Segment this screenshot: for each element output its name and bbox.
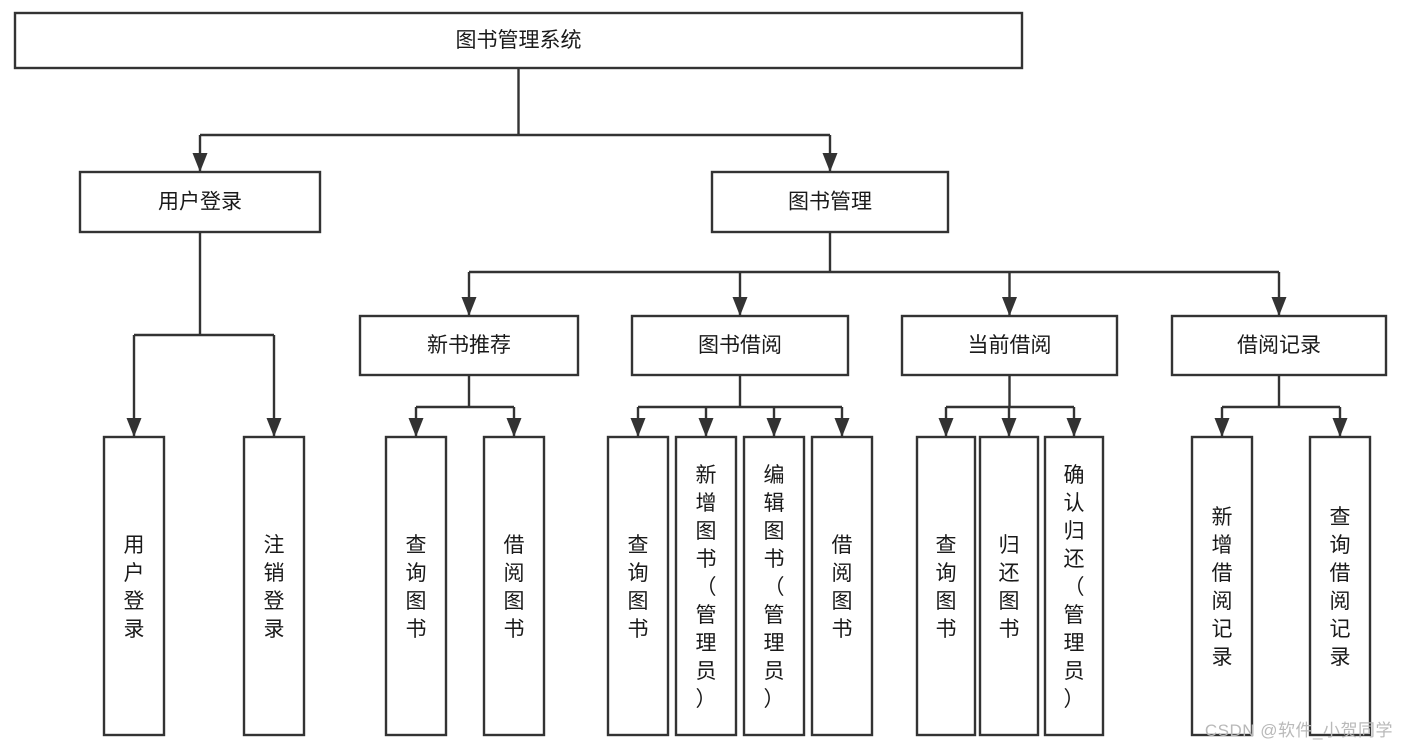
node-leaf-add-borrow-record[interactable]: 新增借阅记录 (1190, 435, 1254, 737)
node-label-leaf-confirm-return: 确认归还（管理员） (1064, 464, 1085, 711)
node-label-leaf-query-book-current: 查询图书 (936, 534, 957, 641)
node-box-leaf-add-borrow-record[interactable] (1190, 435, 1254, 737)
node-label-leaf-query-book-borrow: 查询图书 (628, 534, 649, 641)
current-borrow-to-leaves-arrow-0 (938, 418, 954, 437)
node-leaf-user-login[interactable]: 用户登录 (102, 435, 166, 737)
node-box-leaf-confirm-return[interactable] (1043, 435, 1105, 737)
node-new-book-recommend[interactable]: 新书推荐 (358, 314, 580, 377)
node-root[interactable]: 图书管理系统 (13, 11, 1024, 70)
node-label-current-borrow: 当前借阅 (968, 334, 1052, 357)
node-label-new-book-recommend: 新书推荐 (427, 334, 511, 357)
root-to-level2-arrow-1 (822, 153, 838, 172)
connectors-layer (126, 68, 1348, 437)
node-label-leaf-query-borrow-record: 查询借阅记录 (1330, 506, 1351, 669)
node-box-leaf-query-book-borrow[interactable] (606, 435, 670, 737)
node-box-leaf-borrow-book[interactable] (810, 435, 874, 737)
node-box-leaf-return-book[interactable] (978, 435, 1040, 737)
node-current-borrow[interactable]: 当前借阅 (900, 314, 1119, 377)
node-borrow-record[interactable]: 借阅记录 (1170, 314, 1388, 377)
node-leaf-borrow-book[interactable]: 借阅图书 (810, 435, 874, 737)
node-label-leaf-edit-book: 编辑图书（管理员） (764, 464, 785, 711)
node-label-leaf-query-book-recommend: 查询图书 (406, 534, 427, 641)
book-borrow-to-leaves-arrow-0 (630, 418, 646, 437)
node-label-leaf-logout: 注销登录 (264, 534, 285, 641)
nodes-layer: 图书管理系统用户登录图书管理新书推荐图书借阅当前借阅借阅记录用户登录注销登录查询… (13, 11, 1388, 737)
node-leaf-confirm-return[interactable]: 确认归还（管理员） (1043, 435, 1105, 737)
node-box-root[interactable] (13, 11, 1024, 70)
node-box-book-management[interactable] (710, 170, 950, 234)
bookmgmt-to-level3-arrow-3 (1271, 297, 1287, 316)
watermark-text: CSDN @软件_小贺同学 (1204, 721, 1393, 740)
book-borrow-to-leaves-arrow-2 (766, 418, 782, 437)
bookmgmt-to-level3-arrow-1 (732, 297, 748, 316)
bookmgmt-to-level3-arrow-2 (1002, 297, 1017, 316)
node-label-book-borrow: 图书借阅 (698, 334, 782, 357)
node-book-management[interactable]: 图书管理 (710, 170, 950, 234)
node-leaf-add-book[interactable]: 新增图书（管理员） (674, 435, 738, 737)
node-user-login[interactable]: 用户登录 (78, 170, 322, 234)
node-box-leaf-logout[interactable] (242, 435, 306, 737)
borrow-record-to-leaves-arrow-0 (1214, 418, 1230, 437)
current-borrow-to-leaves-arrow-2 (1066, 418, 1082, 437)
userlogin-to-leaves-arrow-1 (266, 418, 282, 437)
node-leaf-query-book-borrow[interactable]: 查询图书 (606, 435, 670, 737)
node-box-user-login[interactable] (78, 170, 322, 234)
node-leaf-query-borrow-record[interactable]: 查询借阅记录 (1308, 435, 1372, 737)
node-box-borrow-record[interactable] (1170, 314, 1388, 377)
userlogin-to-leaves-arrow-0 (126, 418, 142, 437)
new-book-recommend-to-leaves-arrow-1 (506, 418, 522, 437)
node-label-leaf-add-borrow-record: 新增借阅记录 (1212, 506, 1233, 669)
node-box-current-borrow[interactable] (900, 314, 1119, 377)
new-book-recommend-to-leaves-arrow-0 (408, 418, 424, 437)
node-leaf-query-book-current[interactable]: 查询图书 (915, 435, 977, 737)
root-to-level2-arrow-0 (192, 153, 208, 172)
book-borrow-to-leaves-arrow-3 (834, 418, 850, 437)
node-leaf-edit-book[interactable]: 编辑图书（管理员） (742, 435, 806, 737)
node-leaf-query-book-recommend[interactable]: 查询图书 (384, 435, 448, 737)
node-leaf-logout[interactable]: 注销登录 (242, 435, 306, 737)
node-box-leaf-edit-book[interactable] (742, 435, 806, 737)
node-label-leaf-return-book: 归还图书 (999, 534, 1020, 641)
bookmgmt-to-level3-arrow-0 (461, 297, 477, 316)
borrow-record-to-leaves-arrow-1 (1332, 418, 1348, 437)
node-box-leaf-borrow-book-recommend[interactable] (482, 435, 546, 737)
node-leaf-borrow-book-recommend[interactable]: 借阅图书 (482, 435, 546, 737)
current-borrow-to-leaves-arrow-1 (1001, 418, 1017, 437)
node-box-book-borrow[interactable] (630, 314, 850, 377)
node-book-borrow[interactable]: 图书借阅 (630, 314, 850, 377)
node-label-book-management: 图书管理 (788, 191, 872, 214)
node-label-borrow-record: 借阅记录 (1237, 334, 1321, 357)
node-label-leaf-user-login: 用户登录 (124, 534, 145, 641)
node-box-leaf-add-book[interactable] (674, 435, 738, 737)
node-box-leaf-query-book-current[interactable] (915, 435, 977, 737)
node-label-leaf-add-book: 新增图书（管理员） (696, 464, 717, 711)
node-box-leaf-user-login[interactable] (102, 435, 166, 737)
node-box-new-book-recommend[interactable] (358, 314, 580, 377)
node-label-leaf-borrow-book-recommend: 借阅图书 (504, 534, 525, 641)
node-label-root: 图书管理系统 (456, 29, 582, 52)
book-borrow-to-leaves-arrow-1 (698, 418, 714, 437)
node-box-leaf-query-book-recommend[interactable] (384, 435, 448, 737)
node-label-leaf-borrow-book: 借阅图书 (832, 534, 853, 641)
node-label-user-login: 用户登录 (158, 191, 242, 214)
node-box-leaf-query-borrow-record[interactable] (1308, 435, 1372, 737)
node-leaf-return-book[interactable]: 归还图书 (978, 435, 1040, 737)
